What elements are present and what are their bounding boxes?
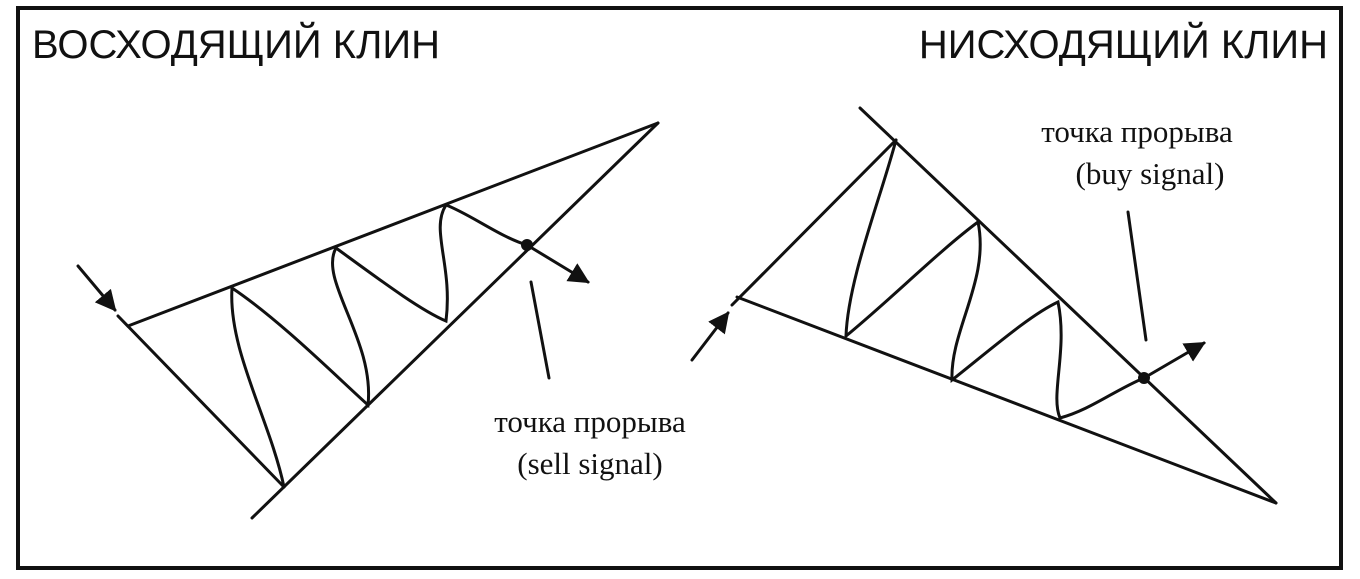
rising-wedge-label-pointer [529, 280, 551, 380]
rising-wedge-breakout-arrow [525, 243, 590, 284]
rising-wedge-price-wave [230, 203, 529, 489]
rising-wedge-breakout-label-line2: (sell signal) [517, 446, 663, 481]
falling-wedge-entry-arrow [690, 311, 730, 362]
diagram-frame [16, 6, 1343, 570]
falling-wedge-lower-line [735, 295, 1278, 505]
falling-wedge-left-edge [730, 138, 898, 307]
falling-wedge-breakout-label-line1: точка прорыва [1041, 114, 1233, 149]
falling-wedge-breakout-label-line2: (buy signal) [1076, 156, 1225, 191]
rising-wedge: ВОСХОДЯЩИЙ КЛИН точка прорыва (sell sign… [32, 21, 686, 520]
falling-wedge-label-pointer [1126, 210, 1148, 342]
falling-wedge-breakout-arrow [1142, 341, 1206, 380]
rising-wedge-breakout-label-line1: точка прорыва [494, 404, 686, 439]
rising-wedge-upper-line [126, 121, 660, 328]
falling-wedge-price-wave [844, 138, 1146, 420]
rising-wedge-lower-line [250, 121, 660, 520]
falling-wedge-title: НИСХОДЯЩИЙ КЛИН [919, 21, 1328, 67]
rising-wedge-title: ВОСХОДЯЩИЙ КЛИН [32, 21, 440, 67]
rising-wedge-entry-arrow [76, 264, 117, 312]
rising-wedge-left-edge [116, 314, 286, 489]
falling-wedge-upper-line [858, 106, 1278, 505]
falling-wedge: НИСХОДЯЩИЙ КЛИН точка прорыва (buy signa… [690, 21, 1328, 505]
